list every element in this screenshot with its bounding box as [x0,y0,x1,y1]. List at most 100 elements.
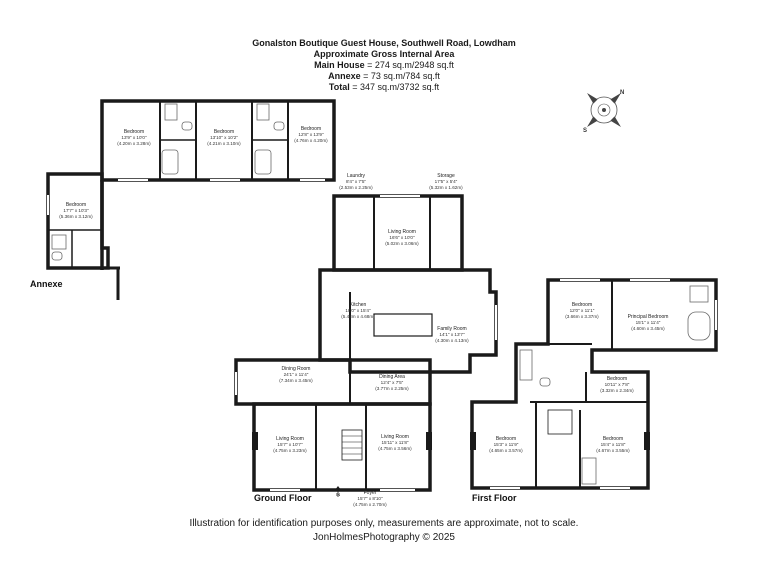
room-name: Dining Area [379,374,405,380]
room-imperial: 15'7" x 10'7" [277,442,303,447]
compass-south: S [583,128,587,134]
main-house-area: Main House = 274 sq.m/2948 sq.ft [0,60,768,71]
room-metric: (4.30m x 4.13m) [435,338,469,343]
room-imperial: 15'3" x 11'9" [494,442,519,447]
room-name: Bedroom [572,302,592,308]
room-metric: (2.53m x 2.25m) [339,185,373,190]
room-metric: (7.34m x 3.45m) [279,378,313,383]
room-imperial: 16'6" x 10'0" [389,235,415,240]
annexe-label: Annexe [328,71,361,81]
room-family-room: Family Room 14'1" x 13'7" (4.30m x 4.13m… [435,326,469,343]
room-metric: (5.02m x 3.06m) [385,241,419,246]
floor-label-ground: Ground Floor [254,493,312,503]
room-metric: (5.48m x 4.68m) [341,314,375,319]
total-label: Total [328,82,350,92]
room-name: Dining Room [282,366,311,372]
room-imperial: 13'10" x 10'2" [210,135,238,140]
room-metric: (4.75m x 3.56m) [378,446,412,451]
room-metric: (5.32m x 1.62m) [429,185,463,190]
first-floor-plan [470,278,718,490]
room-first-bedroom-1: Bedroom 12'0" x 11'1" (3.66m x 3.37m) [565,302,599,319]
room-imperial: 12'8" x 13'9" [298,132,324,137]
room-imperial: 10'11" x 7'8" [605,382,630,387]
room-imperial: 17'7" x 10'3" [63,208,89,213]
annexe-area: Annexe = 73 sq.m/784 sq.ft [0,71,768,82]
room-metric: (5.36m x 3.12m) [59,214,93,219]
room-imperial: 15'4" x 11'8" [601,442,626,447]
room-dining-area: Dining Area 12'4" x 7'5" (3.77m x 2.25m) [375,374,409,391]
room-metric: (4.20m x 3.28m) [117,141,151,146]
room-name: Storage [437,173,455,179]
room-metric: (3.66m x 3.37m) [565,314,599,319]
total-area: Total = 347 sq.m/3732 sq.ft [0,82,768,93]
room-annexe-bedroom-4: Bedroom 17'7" x 10'3" (5.36m x 3.12m) [59,202,93,219]
room-name: Family Room [437,326,466,332]
room-metric: (4.21m x 3.10m) [207,141,241,146]
room-annexe-bedroom-1: Bedroom 13'9" x 10'0" (4.20m x 3.28m) [117,129,151,146]
room-name: Living Room [388,229,416,235]
footer-credit: JonHolmesPhotography © 2025 [313,532,455,543]
room-imperial: 15'1" x 11'4" [636,320,661,325]
room-name: Bedroom [603,436,623,442]
room-name: Principal Bedroom [628,314,669,320]
plan-title: Gonalston Boutique Guest House, Southwel… [252,38,516,48]
total-value: = 347 sq.m/3732 sq.ft [349,82,440,92]
room-annexe-bedroom-2: Bedroom 13'10" x 10'2" (4.21m x 3.10m) [207,129,241,146]
room-storage: Storage 17'5" x 5'4" (5.32m x 1.62m) [429,173,463,190]
room-living-room-2: Living Room 15'7" x 10'7" (4.75m x 3.23m… [273,436,307,453]
main-house-value: = 274 sq.m/2948 sq.ft [364,60,454,70]
room-metric: (4.75m x 2.70m) [353,502,387,507]
room-name: Bedroom [496,436,516,442]
room-imperial: 13'9" x 10'0" [121,135,147,140]
area-heading: Approximate Gross Internal Area [313,49,455,59]
room-living-room-1: Living Room 16'6" x 10'0" (5.02m x 3.06m… [385,229,419,246]
floor-label-annexe: Annexe [30,279,63,289]
ground-floor-plan [234,194,498,497]
room-name: Bedroom [607,376,627,382]
room-kitchen: Kitchen 18'0" x 15'4" (5.48m x 4.68m) [341,302,375,319]
compass-north: N [620,90,624,96]
room-metric: (4.60m x 3.45m) [631,326,665,331]
room-metric: (4.67m x 3.55m) [596,448,630,453]
room-name: Bedroom [214,129,234,135]
floor-label-first: First Floor [472,493,517,503]
room-metric: (4.75m x 3.23m) [273,448,307,453]
footer-disclaimer: Illustration for identification purposes… [189,518,579,529]
room-dining-room: Dining Room 24'1" x 11'4" (7.34m x 3.45m… [279,366,313,383]
room-first-bedroom-4: Bedroom 15'4" x 11'8" (4.67m x 3.55m) [596,436,630,453]
room-laundry: Laundry 8'4" x 7'5" (2.53m x 2.25m) [339,173,373,190]
room-first-bedroom-2: Bedroom 10'11" x 7'8" (3.32m x 2.34m) [600,376,634,393]
room-imperial: 12'4" x 7'5" [381,380,404,385]
room-name: Living Room [381,434,409,440]
room-name: Bedroom [124,129,144,135]
room-labels: Bedroom 13'9" x 10'0" (4.20m x 3.28m) Be… [59,126,668,507]
room-annexe-bedroom-3: Bedroom 12'8" x 13'9" (4.76m x 4.20m) [294,126,328,143]
room-imperial: 17'5" x 5'4" [435,179,458,184]
annexe-value: = 73 sq.m/784 sq.ft [360,71,440,81]
room-imperial: 12'0" x 11'1" [570,308,595,313]
entrance-marker: IN [336,492,341,497]
main-house-label: Main House [314,60,365,70]
room-name: Living Room [276,436,304,442]
room-foyer: Foyer 15'7" x 8'10" (4.75m x 2.70m) [353,490,387,507]
room-imperial: 15'11" x 11'8" [381,440,408,445]
compass-rose-icon: N S [583,90,624,134]
room-first-bedroom-3: Bedroom 15'3" x 11'9" (4.65m x 3.57m) [489,436,523,453]
annexe-plan [46,99,336,300]
room-name: Laundry [347,173,366,179]
room-imperial: 18'0" x 15'4" [345,308,371,313]
room-name: Bedroom [301,126,321,132]
room-living-room-3: Living Room 15'11" x 11'8" (4.75m x 3.56… [378,434,412,451]
room-imperial: 8'4" x 7'5" [346,179,366,184]
room-metric: (3.77m x 2.25m) [375,386,409,391]
room-name: Bedroom [66,202,86,208]
room-imperial: 14'1" x 13'7" [439,332,465,337]
room-metric: (3.32m x 2.34m) [600,388,634,393]
room-imperial: 15'7" x 8'10" [357,496,383,501]
room-metric: (4.65m x 3.57m) [489,448,523,453]
room-metric: (4.76m x 4.20m) [294,138,328,143]
room-imperial: 24'1" x 11'4" [284,372,309,377]
room-name: Foyer [364,490,377,496]
